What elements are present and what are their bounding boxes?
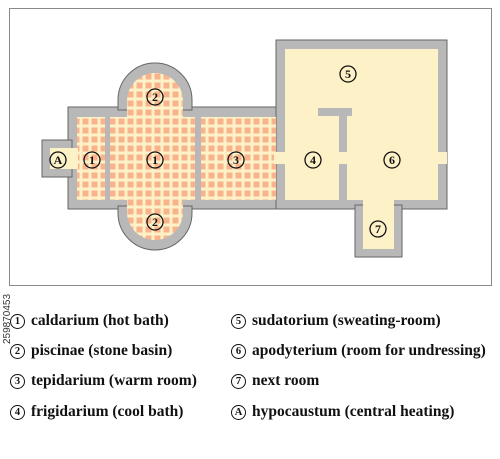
hypocaust-floors (50, 73, 276, 240)
floor-plan-frame (9, 8, 492, 286)
legend-marker: 3 (10, 373, 25, 389)
legend-label: apodyterium (room for undressing) (252, 342, 486, 359)
room-labels (49, 65, 401, 238)
plain-floors (274, 49, 447, 249)
legend-marker: 5 (231, 313, 246, 329)
door-3-4 (274, 152, 287, 164)
door-4-6 (337, 152, 349, 164)
floor-room-5 (285, 49, 438, 108)
legend-item: 6 apodyterium (room for undressing) (231, 342, 486, 360)
legend-item: 2 piscinae (stone basin) (10, 342, 172, 360)
side-id-text: 259870453 (2, 293, 13, 344)
legend-label: caldarium (hot bath) (31, 312, 169, 329)
legend-label: piscinae (stone basin) (31, 342, 173, 359)
legend-item: 1 caldarium (hot bath) (10, 312, 169, 330)
label-room-1-main: 1 (152, 153, 158, 167)
legend-marker: 1 (10, 313, 25, 329)
label-room-2-top: 2 (152, 90, 158, 104)
floor-room-6 (347, 116, 438, 200)
legend-label: next room (252, 372, 320, 389)
legend-marker: 6 (231, 343, 246, 359)
floor-room-3 (201, 117, 276, 200)
legend-label: tepidarium (warm room) (31, 372, 197, 389)
legend-item: 3 tepidarium (warm room) (10, 372, 197, 390)
label-room-1-small: 1 (89, 153, 95, 167)
floor-apse-bottom (127, 199, 183, 240)
legend-label: sudatorium (sweating-room) (252, 312, 441, 329)
door-5-6 (352, 106, 438, 118)
legend-marker: 4 (10, 404, 25, 420)
legend-item: 4 frigidarium (cool bath) (10, 403, 183, 421)
legend-item: 7 next room (231, 372, 319, 390)
legend-item: 5 sudatorium (sweating-room) (231, 312, 441, 330)
label-hypocaust-a: A (54, 153, 63, 167)
floor-room-7 (363, 198, 394, 249)
floor-room-4 (285, 116, 339, 200)
legend-marker: 7 (231, 373, 246, 389)
label-room-7: 7 (375, 222, 381, 236)
floor-room-1-main (110, 117, 195, 200)
label-room-5: 5 (345, 67, 351, 81)
legend-marker: A (231, 404, 246, 420)
legend-item: A hypocaustum (central heating) (231, 403, 454, 421)
label-room-3: 3 (233, 153, 239, 167)
label-room-2-bottom: 2 (152, 215, 158, 229)
floor-apse-top (127, 73, 183, 117)
door-5-4 (285, 106, 318, 118)
floor-entrance (50, 148, 78, 169)
label-room-4: 4 (310, 153, 316, 167)
door-east (436, 152, 447, 164)
legend-label: hypocaustum (central heating) (252, 403, 455, 420)
legend-marker: 2 (10, 343, 25, 359)
legend-label: frigidarium (cool bath) (31, 403, 184, 420)
label-room-6: 6 (389, 153, 395, 167)
